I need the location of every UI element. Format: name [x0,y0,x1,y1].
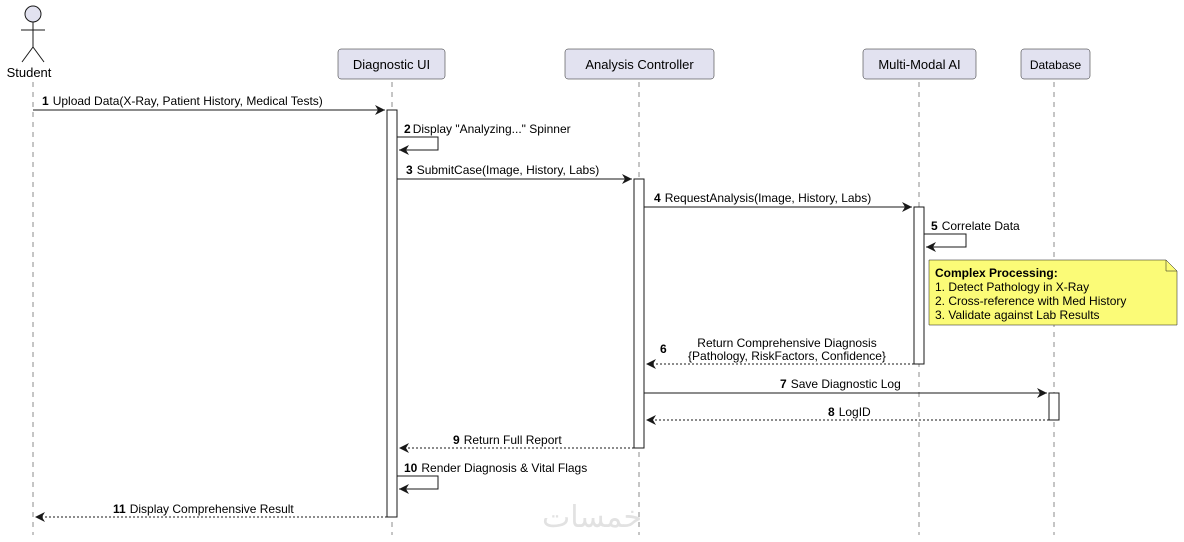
message-number: 8 [828,405,835,419]
message-label: SubmitCase(Image, History, Labs) [417,163,600,177]
message-9: 9 Return Full Report [399,433,634,453]
message-number: 3 [406,163,413,177]
message-number: 2 [404,122,411,136]
note-fold [1165,260,1177,272]
message-label: Upload Data(X-Ray, Patient History, Medi… [53,94,323,108]
participant-label-ai: Multi-Modal AI [878,57,960,72]
message-label: Display "Analyzing..." Spinner [413,122,571,136]
message-label: LogID [839,405,871,419]
message-11: 11 Display Comprehensive Result [35,502,387,522]
message-number: 9 [453,433,460,447]
note-complex-processing: Complex Processing: 1. Detect Pathology … [928,259,1178,326]
note-line-1: 1. Detect Pathology in X-Ray [935,280,1089,294]
message-number: 11 [113,502,126,516]
message-label: Display Comprehensive Result [130,502,295,516]
message-1: 1 Upload Data(X-Ray, Patient History, Med… [33,94,385,115]
participant-label-ui: Diagnostic UI [353,57,430,72]
activation-controller [633,178,645,449]
message-arrow [397,136,439,155]
note-title: Complex Processing: [935,266,1058,280]
message-label: Save Diagnostic Log [791,377,901,391]
message-3: 3 SubmitCase(Image, History, Labs) [397,163,632,184]
message-number: 1 [42,94,49,108]
message-label: RequestAnalysis(Image, History, Labs) [665,191,872,205]
message-number: 7 [780,377,787,391]
message-label: Correlate Data [942,219,1020,233]
participant-label-student: Student [7,65,52,80]
participant-label-controller: Analysis Controller [585,57,694,72]
activation-bars [386,109,1060,518]
participant-database: Database [1020,48,1091,80]
message-arrow [924,233,967,252]
message-label-line-2: {Pathology, RiskFactors, Confidence} [688,349,886,363]
message-label: Render Diagnosis & Vital Flags [421,461,587,475]
note-line-3: 3. Validate against Lab Results [935,308,1100,322]
message-arrow [397,475,439,494]
message-label-line-1: Return Comprehensive Diagnosis [697,336,876,350]
participant-controller: Analysis Controller [564,48,715,80]
note-shape [928,259,1178,326]
message-number: 4 [654,191,661,205]
actor-head [24,5,42,23]
message-4: 4 RequestAnalysis(Image, History, Labs) [644,191,912,212]
message-number: 10 [404,461,418,475]
activation-ui [386,109,398,518]
message-7: 7 Save Diagnostic Log [644,377,1047,398]
actor-student: Student [7,5,52,80]
participant-ui: Diagnostic UI [337,48,446,80]
note-line-2: 2. Cross-reference with Med History [935,294,1126,308]
participant-label-database: Database [1030,58,1082,72]
participant-ai: Multi-Modal AI [862,48,977,80]
message-6: 6 Return Comprehensive Diagnosis {Pathol… [646,336,914,369]
message-number: 5 [931,219,938,233]
message-label: Return Full Report [464,433,563,447]
message-number: 6 [660,342,667,356]
activation-database [1048,392,1060,421]
message-5: 5 Correlate Data [924,219,1020,252]
activation-ai [913,206,925,365]
message-8: 8 LogID [646,405,1049,425]
watermark-logo: خمسات [542,500,642,535]
